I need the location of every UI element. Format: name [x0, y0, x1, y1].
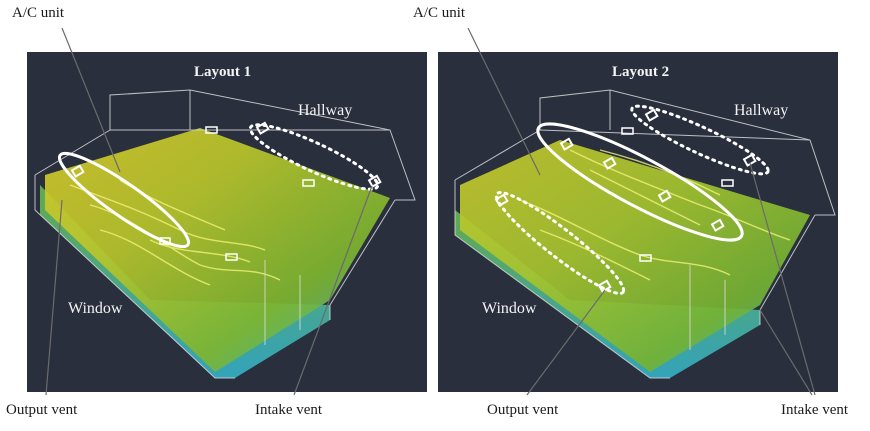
panel-1-ac-highlight [57, 151, 191, 249]
panel-layout-2 [438, 52, 838, 392]
panel-2-title: Layout 2 [612, 64, 670, 80]
callout-intake-left: Intake vent [255, 402, 323, 418]
panel-1-vents [159, 126, 315, 261]
callout-output-right: Output vent [487, 402, 559, 418]
panel-1-title: Layout 1 [194, 64, 252, 80]
panel-1-window-label: Window [68, 300, 123, 317]
panel-layout-1 [27, 52, 427, 392]
leader-ac-left [61, 27, 121, 173]
panel-2-highlighted-vents [494, 108, 757, 293]
leader-ac-right [467, 27, 541, 176]
panel-2-floor [460, 140, 810, 372]
panel-2-intake-highlight [630, 104, 770, 176]
panel-2-ac-highlight [536, 122, 744, 242]
callout-output-left: Output vent [6, 402, 78, 418]
leader-lines [45, 27, 816, 396]
panel-1-intake-highlight [248, 123, 380, 191]
panel-1-hallway-label: Hallway [298, 102, 353, 119]
callout-intake-right: Intake vent [781, 402, 849, 418]
panel-2-hallway-label: Hallway [734, 102, 789, 119]
panel-2-vents [621, 127, 734, 262]
callout-ac-left: A/C unit [12, 5, 65, 21]
panel-2-output-highlight [494, 191, 626, 295]
panel-1-highlighted-vents [70, 121, 382, 188]
panel-1-floor [45, 128, 390, 372]
panel-1-room-outline [34, 89, 416, 379]
leader-intake-right-1 [749, 162, 816, 396]
leader-output-left [45, 199, 63, 396]
leader-intake-right-2 [759, 309, 813, 396]
callout-ac-right: A/C unit [413, 5, 466, 21]
leader-output-right [526, 289, 606, 396]
panel-2-window-label: Window [482, 300, 537, 317]
leader-intake-left [293, 185, 373, 396]
